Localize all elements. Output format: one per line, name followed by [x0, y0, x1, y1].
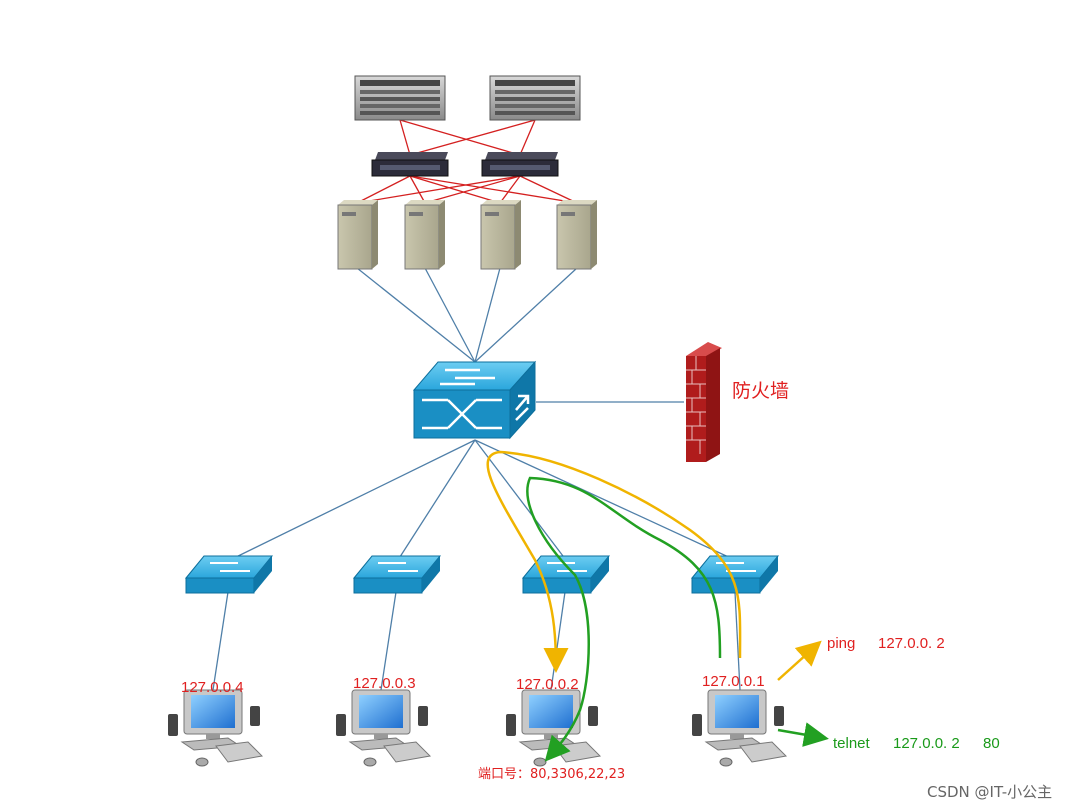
- storage-rack-left: [354, 75, 446, 121]
- watermark: CSDN @IT-小公主: [927, 783, 1052, 801]
- storage-rack-right: [489, 75, 581, 121]
- access-switch-1: [184, 555, 274, 594]
- host-ip-4: 127.0.0.4: [181, 679, 244, 696]
- host-ip-1: 127.0.0.1: [702, 673, 765, 690]
- telnet-path: [526, 476, 722, 762]
- server-1: [337, 200, 378, 270]
- server-blue-links: [356, 267, 578, 363]
- telnet-cmd: telnet: [833, 735, 871, 752]
- port-note: 端口号：80,3306,22,23: [478, 767, 625, 782]
- telnet-target: 127.0.0. 2: [893, 735, 960, 752]
- server-3: [480, 200, 521, 270]
- host-computer-1: [692, 689, 788, 767]
- host-computer-4: [168, 689, 264, 767]
- firewall-icon: [686, 342, 722, 462]
- storage-links: [399, 119, 536, 156]
- access-switch-4: [690, 555, 780, 594]
- host-computer-2: [506, 689, 602, 767]
- server-4: [556, 200, 597, 270]
- server-red-links: [356, 175, 578, 204]
- firewall-label: 防火墙: [732, 380, 789, 402]
- host-links: [212, 591, 741, 691]
- host-ip-2: 127.0.0.2: [516, 676, 579, 693]
- telnet-port: 80: [983, 735, 1000, 752]
- ping-arrow: [777, 640, 822, 681]
- access-links: [229, 439, 736, 561]
- ping-cmd: ping: [827, 635, 855, 652]
- host-computer-3: [336, 689, 432, 767]
- access-switch-2: [352, 555, 442, 594]
- core-switch-left: [371, 152, 449, 177]
- ping-target: 127.0.0. 2: [878, 635, 945, 652]
- ping-path: [486, 450, 742, 673]
- core-switch-right: [481, 152, 559, 177]
- host-ip-3: 127.0.0.3: [353, 675, 416, 692]
- main-switch: [412, 360, 537, 440]
- telnet-arrow: [777, 722, 829, 747]
- server-2: [404, 200, 445, 270]
